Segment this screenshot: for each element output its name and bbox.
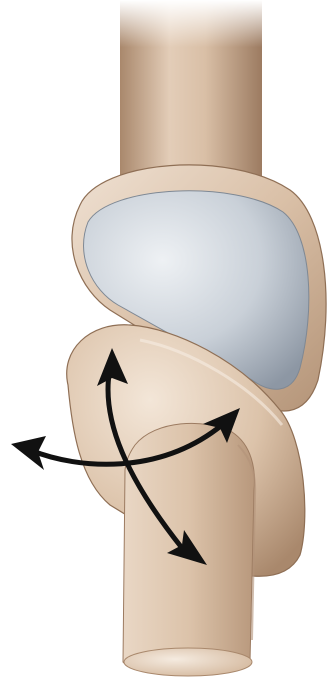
lower-shaft-end	[124, 648, 252, 676]
